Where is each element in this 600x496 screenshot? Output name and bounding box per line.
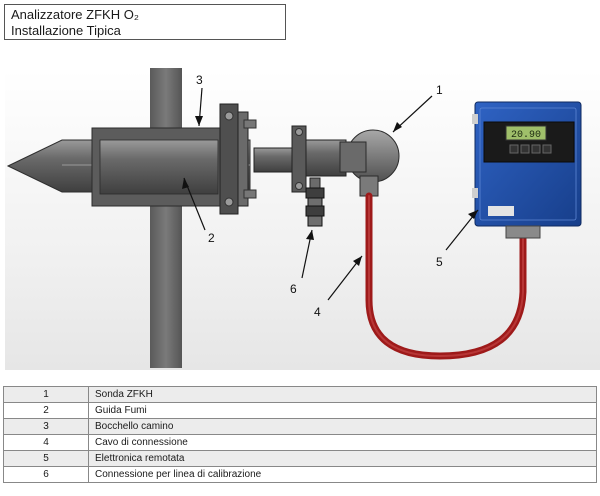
- panel-button: [520, 144, 530, 154]
- hinge: [472, 114, 478, 124]
- legend-number: 1: [3, 386, 89, 403]
- legend-description: Cavo di connessione: [88, 434, 597, 451]
- flange-bolt: [224, 197, 234, 207]
- legend-row: 5 Elettronica remotata: [3, 450, 597, 467]
- legend-number: 6: [3, 466, 89, 483]
- probe-neck: [305, 139, 347, 177]
- lcd-display: [505, 125, 547, 141]
- calibration-port: [309, 177, 321, 189]
- probe-body: [253, 147, 295, 173]
- callout-2: 2: [208, 231, 215, 245]
- probe-flange-bolt: [295, 182, 303, 190]
- legend-row: 1 Sonda ZFKH: [3, 386, 597, 403]
- legend-number: 3: [3, 418, 89, 435]
- calibration-fitting: [305, 205, 325, 217]
- arrowhead-5: [468, 210, 478, 219]
- enclosure-gland: [505, 225, 541, 239]
- legend-description: Guida Fumi: [88, 402, 597, 419]
- legend-number: 2: [3, 402, 89, 419]
- legend-number: 5: [3, 450, 89, 467]
- probe-flange-bolt: [295, 128, 303, 136]
- legend-row: 4 Cavo di connessione: [3, 434, 597, 451]
- installation-diagram: 20.90 1 2 3 4 5 6: [5, 68, 600, 370]
- legend-description: Sonda ZFKH: [88, 386, 597, 403]
- legend-row: 6 Connessione per linea di calibrazione: [3, 466, 597, 483]
- leader-arrowheads: [182, 116, 478, 266]
- flange-left-ring: [237, 111, 249, 207]
- diagram-subtitle: Installazione Tipica: [11, 23, 121, 38]
- arrowhead-1: [393, 122, 402, 132]
- chimney-wall: [150, 68, 182, 368]
- legend-description: Elettronica remotata: [88, 450, 597, 467]
- arrowhead-3: [195, 116, 203, 126]
- title-box: Analizzatore ZFKH O₂ Installazione Tipic…: [4, 4, 286, 40]
- flange-bolt: [224, 111, 234, 121]
- arrowhead-2: [182, 178, 189, 189]
- callout-6: 6: [290, 282, 297, 296]
- legend-description: Bocchello camino: [88, 418, 597, 435]
- calibration-fitting: [307, 197, 323, 207]
- remote-electronics-panel: [479, 107, 577, 221]
- hinge: [472, 188, 478, 198]
- legend-table: 1 Sonda ZFKH 2 Guida Fumi 3 Bocchello ca…: [3, 386, 597, 483]
- arrowhead-6: [306, 230, 314, 240]
- panel-button: [531, 144, 541, 154]
- flange-bolt-end: [243, 119, 257, 129]
- lcd-reading: 20.90: [511, 130, 541, 141]
- arrowhead-4: [353, 256, 362, 266]
- legend-description: Connessione per linea di calibrazione: [88, 466, 597, 483]
- panel-button: [542, 144, 552, 154]
- flange-bolt-end: [243, 189, 257, 199]
- callout-4: 4: [314, 305, 321, 319]
- legend-row: 2 Guida Fumi: [3, 402, 597, 419]
- probe-head-base: [339, 141, 367, 173]
- callout-3: 3: [196, 73, 203, 87]
- calibration-fitting: [305, 187, 325, 199]
- legend-number: 4: [3, 434, 89, 451]
- brand-plate: [488, 206, 514, 216]
- panel-button: [509, 144, 519, 154]
- calibration-fitting: [307, 215, 323, 227]
- diagram-title: Analizzatore ZFKH O₂: [11, 7, 139, 22]
- stack-nozzle-inner: [99, 139, 219, 195]
- legend-row: 3 Bocchello camino: [3, 418, 597, 435]
- callout-5: 5: [436, 255, 443, 269]
- connection-cable-highlight: [368, 195, 524, 358]
- callout-1: 1: [436, 83, 443, 97]
